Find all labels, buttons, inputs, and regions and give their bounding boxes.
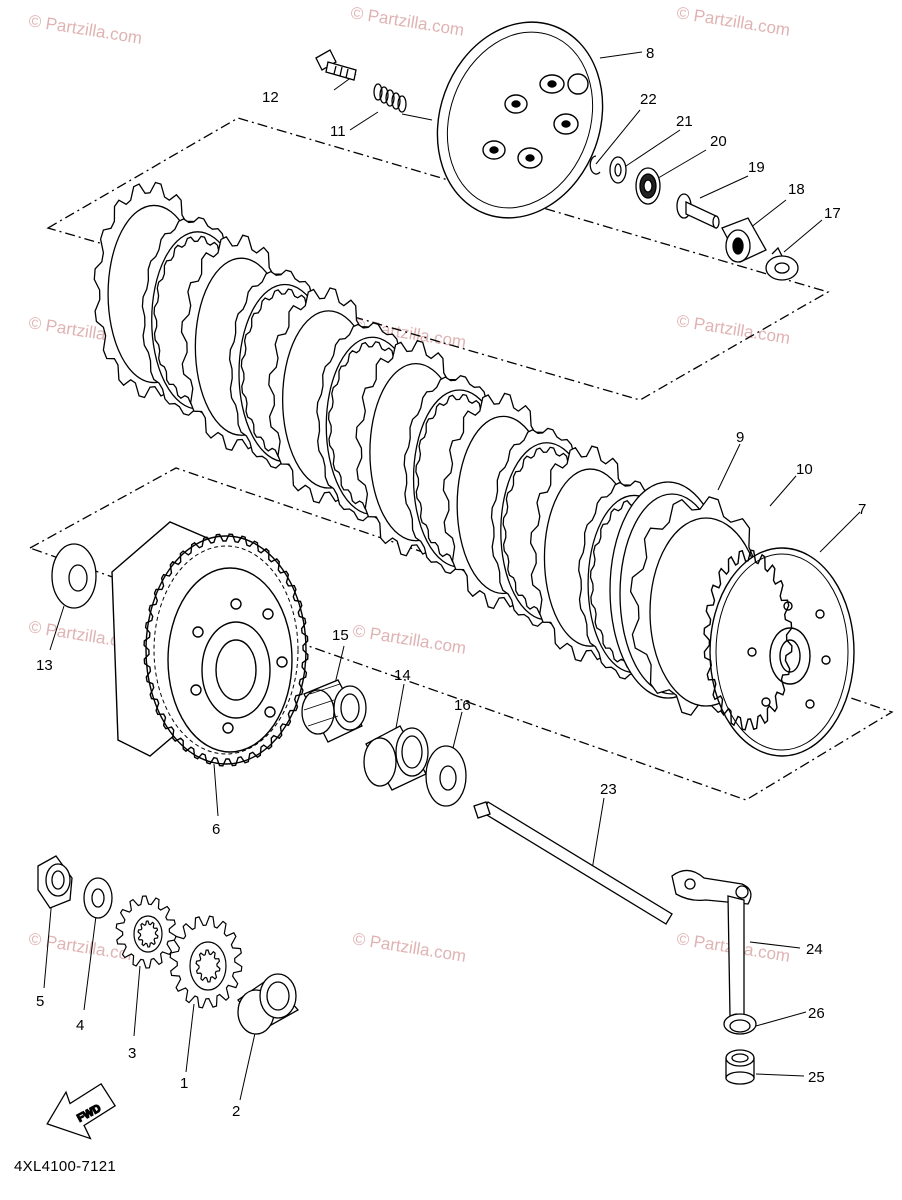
callout-13: 13: [36, 657, 53, 674]
callout-1: 1: [180, 1075, 188, 1092]
clutch-boss-assembly-outline: [28, 467, 894, 801]
callout-2: 2: [232, 1103, 240, 1120]
part-8-pressure-plate: [436, 21, 604, 219]
callout-10: 10: [796, 461, 813, 478]
callout-labels: 8 12 11 22 21 20 19 18 17 9 10 7 13 15 1…: [36, 45, 866, 1120]
callout-25: 25: [808, 1069, 825, 1086]
watermark-text: © Partzilla.com: [675, 311, 791, 348]
fwd-arrow-icon: FWD: [46, 1082, 117, 1140]
part-16-washer: [425, 745, 467, 807]
part-25-bearing: [725, 1049, 755, 1085]
gear-3-spline: [137, 920, 159, 948]
part-7-clutch-boss: [703, 547, 855, 757]
callout-16: 16: [454, 697, 471, 714]
part-17-lock-washer: [765, 246, 799, 281]
part-26-oil-seal: [723, 1013, 757, 1035]
callout-5: 5: [36, 993, 44, 1010]
part-11-spring: [373, 83, 407, 113]
gear-1-hub: [189, 941, 227, 991]
callout-3: 3: [128, 1045, 136, 1062]
clutch-plate-stack: [93, 181, 771, 716]
part-3-primary-drive-gear: [115, 895, 177, 969]
callout-12: 12: [262, 89, 279, 106]
part-22-circlip: [589, 155, 601, 175]
gear-1-spline: [195, 949, 221, 983]
part-4-washer: [83, 877, 113, 919]
watermark-text: © Partzilla.com: [675, 3, 791, 40]
callout-22: 22: [640, 91, 657, 108]
callout-7: 7: [858, 501, 866, 518]
callout-17: 17: [824, 205, 841, 222]
part-2-collar: [237, 973, 300, 1035]
watermark-text: © Partzilla.com: [349, 3, 465, 40]
part-18-nut: [721, 217, 767, 263]
callout-11: 11: [330, 123, 346, 140]
callout-15: 15: [332, 627, 349, 644]
part-21-washer: [609, 156, 627, 184]
housing-gear-teeth: [143, 533, 309, 767]
part-19-push-rod-end: [676, 193, 720, 230]
part-12-bolt: [315, 49, 357, 81]
part-5-nut: [37, 855, 73, 909]
part-23-push-rod: [473, 801, 673, 925]
pressure-plate-assembly-outline: [46, 117, 830, 401]
part-1-primary-drive-gear: [169, 915, 243, 1009]
assembly-outlines: [28, 117, 894, 801]
callout-21: 21: [676, 113, 693, 130]
part-13-thrust-washer: [51, 543, 97, 609]
callout-9: 9: [736, 429, 744, 446]
callout-4: 4: [76, 1017, 84, 1034]
callout-24: 24: [806, 941, 823, 958]
watermark-text: © Partzilla.com: [351, 929, 467, 966]
callout-20: 20: [710, 133, 727, 150]
diagram-code: 4XL4100-7121: [14, 1158, 117, 1175]
callout-23: 23: [600, 781, 617, 798]
callout-6: 6: [212, 821, 220, 838]
watermark-text: © Partzilla.com: [27, 11, 143, 48]
clutch-boss-spline: [703, 549, 793, 731]
callout-26: 26: [808, 1005, 825, 1022]
part-6-clutch-housing: [111, 521, 309, 767]
callout-19: 19: [748, 159, 765, 176]
leader-lines: [43, 51, 861, 1101]
pushrod-parts: [589, 155, 799, 281]
part-15-needle-bearing: [301, 679, 367, 743]
callout-8: 8: [646, 45, 654, 62]
watermark-text: © Partzilla.com: [351, 621, 467, 658]
callout-18: 18: [788, 181, 805, 198]
part-14-collar: [363, 725, 429, 791]
callout-14: 14: [394, 667, 411, 684]
